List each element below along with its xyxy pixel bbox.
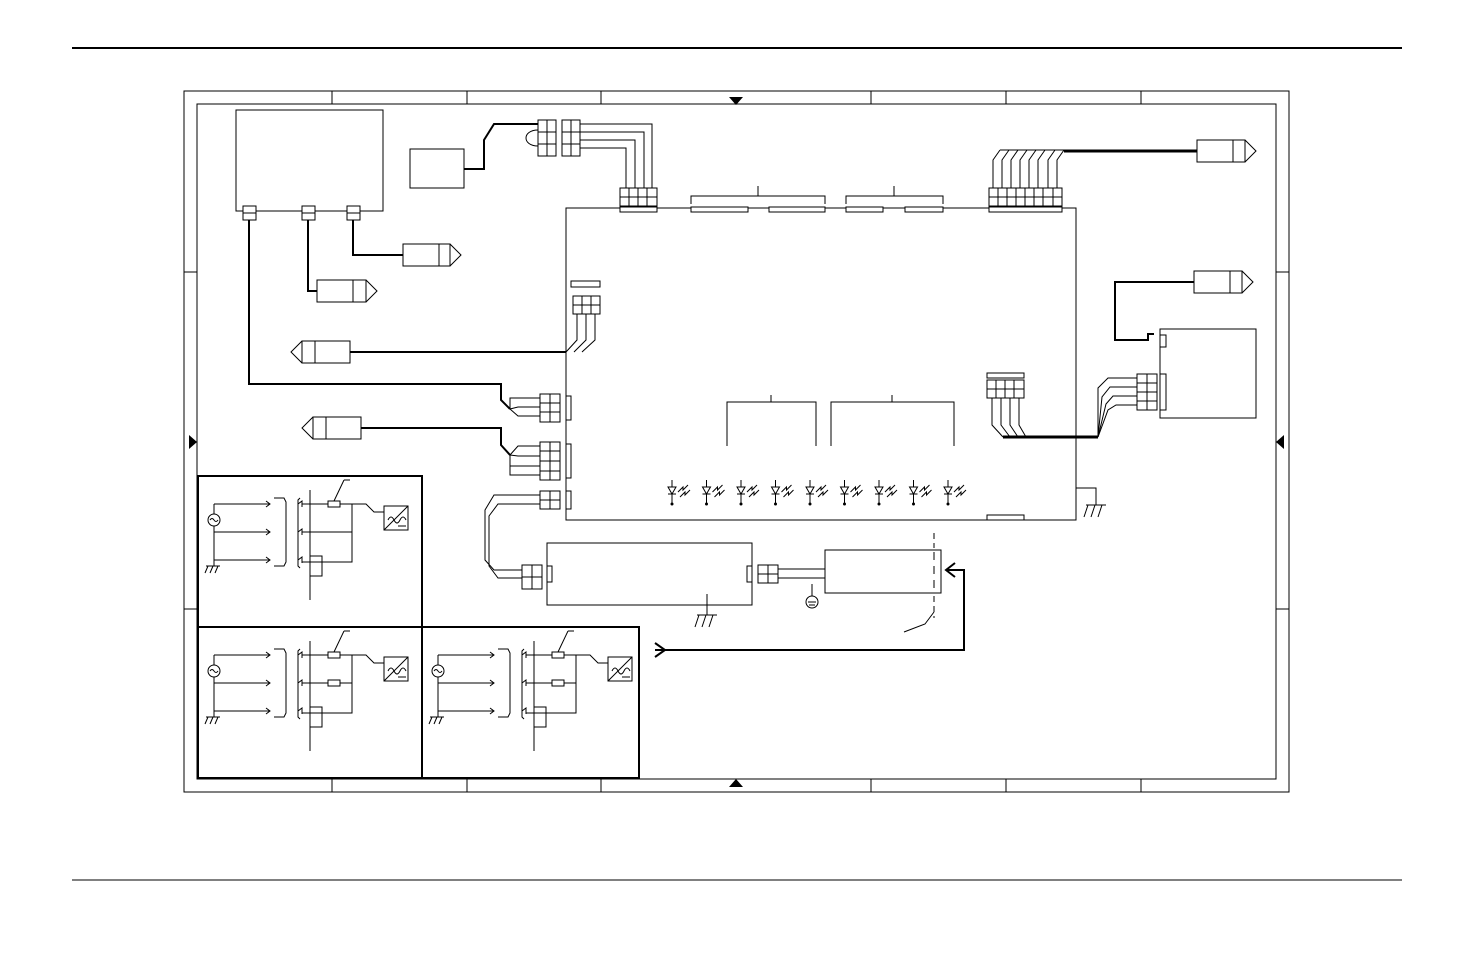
power-circuit <box>204 479 409 600</box>
offpage-connector-6 <box>1193 270 1254 294</box>
ballast-module <box>521 542 779 628</box>
led-icon <box>805 480 829 506</box>
led-icon <box>874 480 898 506</box>
center-arrow-right <box>1276 435 1284 449</box>
wire <box>361 427 511 456</box>
board-connector-left-upper <box>565 295 601 353</box>
wire <box>580 123 653 188</box>
led-icon <box>908 480 932 506</box>
offpage-connector-2 <box>316 279 378 303</box>
inset-panel-1 <box>197 475 423 628</box>
board-connector-top-right <box>988 149 1197 207</box>
lamp-module <box>778 533 942 633</box>
led-icon <box>839 480 863 506</box>
main-controller-board <box>565 186 1077 521</box>
offpage-connector-3 <box>290 340 351 364</box>
drawing-frame <box>183 90 1290 793</box>
wire <box>580 131 645 188</box>
power-supply-module <box>235 109 384 221</box>
inset-panel-3 <box>421 626 640 779</box>
led-icon <box>943 480 967 506</box>
board-connector-left-2 <box>509 441 572 481</box>
led-icon <box>736 480 760 506</box>
led-icon <box>770 480 794 506</box>
center-arrow-bottom <box>729 779 743 787</box>
center-arrow-left <box>189 435 197 449</box>
wire <box>464 123 538 170</box>
led-icon <box>701 480 725 506</box>
center-arrow-top <box>729 97 743 105</box>
offpage-connector-5 <box>1196 139 1257 163</box>
power-circuit <box>204 630 409 751</box>
wire <box>307 220 317 292</box>
wire <box>1114 281 1194 341</box>
wire <box>352 220 403 256</box>
board-connector-left-1 <box>509 393 572 423</box>
wire <box>580 139 636 188</box>
inline-connector-top <box>537 119 581 157</box>
ground-symbol <box>1076 487 1106 518</box>
signal-path <box>654 562 965 658</box>
offpage-connector-1 <box>402 243 462 267</box>
led-indicator-row <box>667 480 967 506</box>
power-circuit <box>428 630 633 751</box>
wire <box>580 147 627 188</box>
board-connector-top-left <box>619 187 658 207</box>
offpage-connector-4 <box>301 416 362 440</box>
wire <box>248 220 511 410</box>
component-box <box>409 148 465 189</box>
led-icon <box>667 480 691 506</box>
sensor-module <box>1097 328 1257 438</box>
board-connector-right <box>986 372 1027 438</box>
wire <box>350 339 581 353</box>
loop-wire <box>525 129 539 147</box>
inset-panel-2 <box>197 626 423 779</box>
board-connector-left-3 <box>484 490 572 579</box>
